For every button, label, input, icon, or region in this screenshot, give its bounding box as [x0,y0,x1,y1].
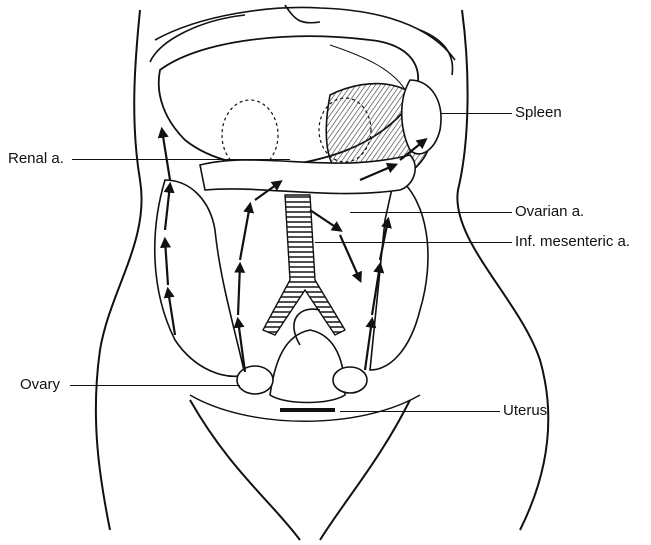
label-ovary: Ovary [20,376,60,394]
ovary-right-shape [333,367,367,393]
label-ovarian-a: Ovarian a. [515,203,584,221]
ovary-left-shape [237,366,273,394]
aorta [263,195,345,335]
label-spleen: Spleen [515,104,562,122]
uterus [270,330,345,403]
label-renal-a: Renal a. [8,150,64,168]
leader-inf-mesenteric-a [315,242,512,243]
label-inf-mesenteric-a: Inf. mesenteric a. [515,233,630,251]
leader-renal-a [72,159,290,160]
leader-ovary [70,385,240,386]
leader-uterus [340,411,500,412]
label-uterus: Uterus [503,402,547,420]
leader-ovarian-a [350,212,512,213]
leader-spleen [440,113,512,114]
